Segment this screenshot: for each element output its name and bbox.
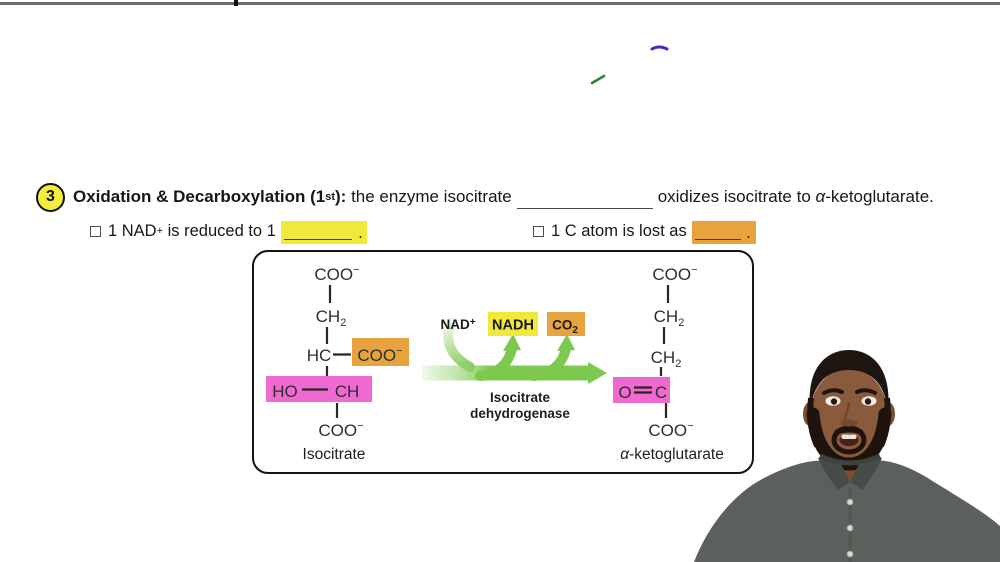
coo-highlight-orange	[352, 338, 409, 366]
hair	[809, 350, 889, 410]
bullet-nad-reduced: 1 NAD+ is reduced to 1 .	[90, 219, 367, 244]
arrow-tail-curl	[443, 317, 475, 372]
coo-group: COO−	[314, 264, 359, 284]
step-number-badge: 3	[36, 182, 65, 212]
co2-branch-head	[557, 334, 575, 351]
bullet-left-pre: 1 NAD	[108, 221, 157, 240]
top-border-line	[0, 2, 1000, 5]
heading-after-blank: oxidizes isocitrate to	[657, 187, 816, 206]
pupil	[864, 398, 872, 405]
pen-tick-mark	[234, 0, 238, 6]
arrow-head	[588, 362, 607, 384]
blank-underline	[694, 238, 741, 240]
answer-blank-yellow: .	[280, 220, 367, 244]
co2-branch-arrow	[529, 344, 571, 381]
nadh-branch-head	[503, 334, 521, 351]
coo-side-group: COO−	[357, 345, 402, 365]
checkbox-icon	[90, 225, 101, 237]
period: .	[746, 223, 751, 242]
coo-group: COO−	[652, 264, 697, 284]
ch2-group: CH2	[316, 307, 347, 329]
coo-bottom-group: COO−	[648, 420, 693, 440]
button	[846, 524, 854, 532]
button	[846, 550, 854, 558]
coo-bottom-group: COO−	[318, 420, 363, 440]
heading-tail-text: -ketoglutarate.	[825, 187, 934, 206]
blank-underline	[283, 238, 352, 240]
eyebrow	[822, 388, 844, 395]
co2-label: CO2	[552, 318, 578, 337]
reaction-arrow-group: NAD+ NADH CO2 Isocitrate dehydrogenase	[422, 312, 607, 421]
collar-left	[818, 457, 850, 490]
enzyme-label-line2: dehydrogenase	[470, 406, 570, 421]
isocitrate-structure: COO− CH2 HC COO− HO CH COO− Isocitrate	[266, 264, 409, 463]
ho-group: HO	[272, 382, 298, 401]
nostrils	[840, 419, 858, 427]
polo-shirt	[694, 460, 1000, 562]
pupil	[830, 398, 838, 405]
nadh-label: NADH	[492, 318, 534, 334]
ch-group: CH	[335, 382, 360, 401]
bullet-right-text: 1 C atom is lost as	[551, 221, 687, 240]
ch2-group: CH2	[654, 307, 685, 329]
bullet-carbon-lost: 1 C atom is lost as .	[533, 219, 756, 244]
teeth	[841, 434, 857, 439]
pen-stroke-blue	[650, 45, 669, 51]
nadh-highlight-yellow	[488, 312, 538, 336]
co2-highlight-orange	[547, 312, 585, 336]
checkbox-icon	[533, 225, 544, 237]
pen-stroke-green	[590, 74, 606, 85]
nad-label: NAD+	[440, 317, 475, 332]
c-atom: C	[655, 383, 667, 402]
hc-group: HC	[307, 346, 332, 365]
reaction-diagram-box: COO− CH2 HC COO− HO CH COO− Isocitrate	[252, 250, 754, 474]
isocitrate-label: Isocitrate	[303, 446, 366, 463]
heading-bold-text: Oxidation & Decarboxylation (1	[73, 187, 326, 206]
o-atom: O	[618, 383, 631, 402]
ketoglutarate-structure: COO− CH2 CH2 O C COO− α-ketoglutarate	[613, 264, 724, 463]
enzyme-label-line1: Isocitrate	[490, 390, 551, 405]
mustache	[834, 427, 864, 435]
instructor-figure	[694, 350, 1000, 562]
bullet-left-post: is reduced to 1	[163, 221, 276, 240]
ketoglutarate-label: α-ketoglutarate	[620, 446, 724, 463]
instructor-torso	[694, 453, 1000, 562]
period: .	[358, 223, 363, 242]
nose	[843, 401, 850, 421]
nadh-branch-arrow	[475, 344, 517, 381]
collar-right	[850, 457, 882, 490]
reaction-diagram: COO− CH2 HC COO− HO CH COO− Isocitrate	[266, 264, 724, 463]
heading-lead-text: the enzyme isocitrate	[346, 187, 512, 206]
eyebrow	[855, 388, 877, 395]
ch2-group: CH2	[651, 348, 682, 370]
answer-blank-orange: .	[691, 220, 756, 244]
fill-in-blank-line	[516, 192, 653, 209]
collar-band	[818, 453, 882, 466]
alpha-symbol: α	[815, 187, 826, 206]
button	[846, 498, 854, 506]
heading-bold-colon: ):	[335, 187, 347, 206]
oc-highlight-pink	[613, 377, 670, 403]
